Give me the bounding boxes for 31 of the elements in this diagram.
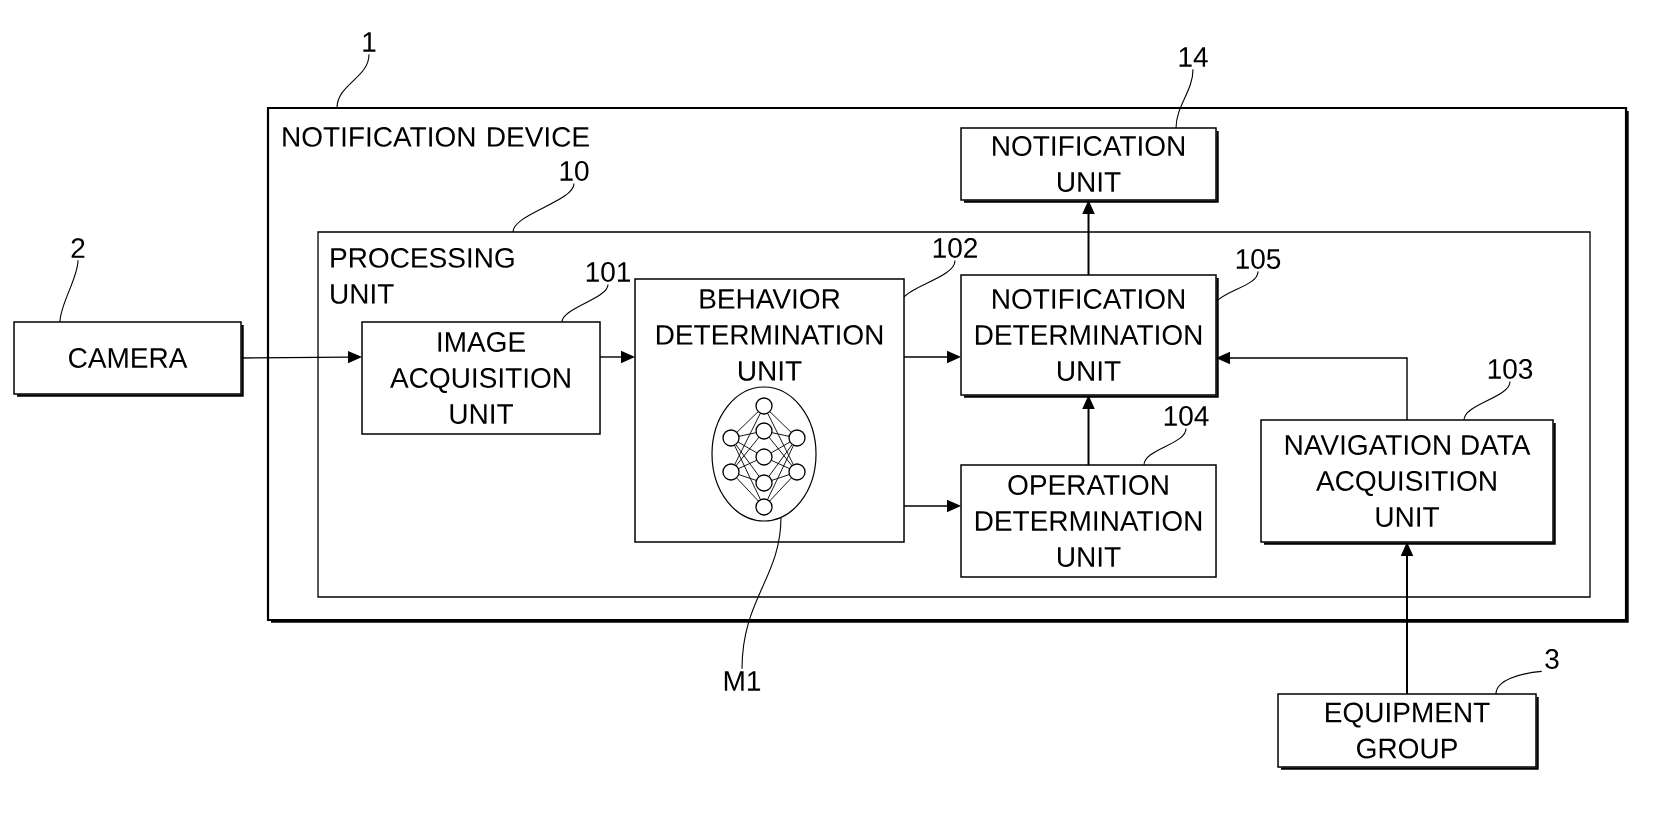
- leader-line: [561, 283, 609, 323]
- leader-line: [903, 259, 956, 298]
- behavior-determination-box: BEHAVIOR DETERMINATION UNIT: [634, 278, 905, 543]
- reference-numeral: 3: [1545, 649, 1559, 669]
- leader-line: [59, 259, 79, 323]
- reference-numeral: 10: [560, 161, 589, 181]
- leader-line: [741, 516, 782, 670]
- leader-line: [1143, 427, 1187, 466]
- reference-numeral: 103: [1488, 359, 1533, 379]
- navigation-data-box: NAVIGATION DATA ACQUISITION UNIT: [1260, 419, 1556, 545]
- reference-numeral: 101: [586, 262, 630, 282]
- reference-numeral: 105: [1236, 249, 1281, 269]
- model-label: M1: [724, 671, 761, 691]
- leader-line: [512, 182, 575, 233]
- leader-line: [1463, 380, 1511, 421]
- image-acquisition-box: IMAGE ACQUISITION UNIT: [361, 321, 601, 435]
- reference-numeral: 104: [1164, 406, 1209, 426]
- operation-determination-box: OPERATION DETERMINATION UNIT: [960, 464, 1217, 578]
- leader-line: [1215, 270, 1259, 303]
- reference-numeral: 1: [363, 32, 376, 52]
- leader-line: [1175, 68, 1194, 129]
- notification-unit-box: NOTIFICATION UNIT: [960, 127, 1219, 203]
- reference-numeral: 102: [933, 238, 977, 258]
- reference-numeral: 2: [71, 238, 85, 258]
- leader-line: [1495, 670, 1543, 695]
- equipment-group-box: EQUIPMENT GROUP: [1277, 693, 1539, 770]
- reference-numeral: 14: [1179, 47, 1208, 67]
- notification-determination-box: NOTIFICATION DETERMINATION UNIT: [960, 274, 1219, 398]
- leader-line: [336, 53, 370, 109]
- camera-box: CAMERA: [13, 321, 244, 397]
- neural-network-icon: [711, 386, 817, 522]
